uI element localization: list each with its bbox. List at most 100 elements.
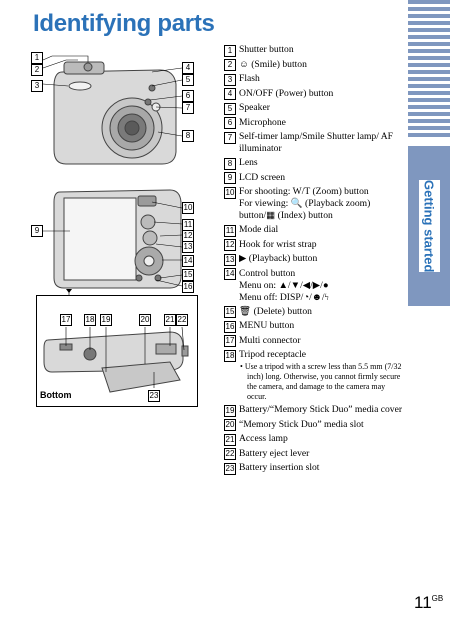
item-text: Microphone — [239, 116, 286, 128]
camera-bottom — [43, 331, 189, 393]
callout-22: 22 — [176, 314, 188, 326]
item-subtext: For viewing: 🔍 (Playback zoom) — [239, 198, 371, 209]
page-number: 11GB — [414, 593, 443, 613]
item-number: 4 — [224, 88, 236, 100]
callout-18: 18 — [84, 314, 96, 326]
item-text: Mode dial — [239, 224, 279, 235]
page-number-value: 11 — [414, 593, 432, 612]
page-title: Identifying parts — [33, 10, 215, 37]
item-number: 21 — [224, 433, 236, 446]
list-item: 13▶ (Playback) button — [224, 253, 404, 266]
callout-11: 11 — [182, 219, 194, 231]
page-number-suffix: GB — [431, 594, 444, 603]
callout-21: 21 — [164, 314, 176, 326]
item-text: 🗑 (Delete) button — [239, 305, 312, 317]
item-number: 3 — [224, 73, 236, 86]
item-text: For shooting: W/T (Zoom) button — [239, 186, 369, 197]
list-item: 15🗑 (Delete) button — [224, 305, 404, 318]
item-subtext: button/▦ (Index) button — [239, 210, 333, 221]
item-text: ON/OFF (Power) button — [239, 87, 334, 99]
item-number: 19 — [224, 404, 236, 417]
bottom-view-frame — [36, 295, 198, 407]
note-bullet: Use a tripod with a screw less than 5.5 … — [245, 362, 404, 402]
camera-back — [53, 189, 182, 289]
item-number: 6 — [224, 117, 236, 129]
item-text: Hook for wrist strap — [239, 238, 317, 250]
item-number: 14 — [224, 268, 236, 280]
callout-2: 2 — [31, 64, 43, 76]
callout-6: 6 — [182, 90, 194, 102]
item-number: 12 — [224, 239, 236, 251]
item-text: Self-timer lamp/Smile Shutter lamp/ AF i… — [239, 131, 394, 154]
tab-stripes — [408, 0, 450, 140]
camera-illustration — [42, 55, 189, 393]
item-number: 8 — [224, 157, 236, 170]
camera-front — [53, 61, 177, 165]
item-text: Flash — [239, 73, 260, 84]
callout-9: 9 — [31, 225, 43, 237]
item-text: Control button — [239, 267, 296, 279]
item-number: 11 — [224, 224, 236, 237]
list-item: 2☺ (Smile) button — [224, 58, 404, 71]
callout-10: 10 — [182, 202, 194, 214]
item-number: 23 — [224, 462, 236, 475]
list-item: 20“Memory Stick Duo” media slot — [224, 418, 404, 431]
callout-17: 17 — [60, 314, 72, 326]
callout-14: 14 — [182, 255, 194, 267]
item-number: 16 — [224, 320, 236, 333]
item-text: MENU button — [239, 320, 295, 331]
item-text: Lens — [239, 157, 258, 168]
bottom-label: Bottom — [40, 390, 72, 400]
item-number: 20 — [224, 419, 236, 431]
callout-1: 1 — [31, 52, 43, 64]
item-text: Access lamp — [239, 433, 288, 444]
item-number: 9 — [224, 172, 236, 184]
item-text: ▶ (Playback) button — [239, 253, 318, 264]
callout-16: 16 — [182, 281, 194, 293]
item-number: 18 — [224, 349, 236, 362]
item-subtext: Menu off: DISP/◔/☻/ϟ — [239, 291, 329, 303]
item-number: 15 — [224, 306, 236, 318]
section-tab[interactable]: Getting started — [408, 146, 450, 306]
item-text: “Memory Stick Duo” media slot — [239, 418, 364, 430]
callout-5: 5 — [182, 74, 194, 86]
item-text: Multi connector — [239, 334, 301, 346]
callout-23: 23 — [148, 390, 160, 402]
item-text: Battery/“Memory Stick Duo” media cover — [239, 404, 403, 415]
item-number: 10 — [224, 186, 236, 199]
item-number: 5 — [224, 102, 236, 115]
item-text: Shutter button — [239, 44, 294, 55]
item-number: 22 — [224, 448, 236, 460]
callout-4: 4 — [182, 62, 194, 74]
item-number: 13 — [224, 253, 236, 266]
item-text: ☺ (Smile) button — [239, 58, 307, 70]
callout-20: 20 — [139, 314, 151, 326]
callout-3: 3 — [31, 80, 43, 92]
section-tab-label: Getting started — [418, 179, 440, 273]
callout-8: 8 — [182, 130, 194, 142]
item-number: 7 — [224, 131, 236, 144]
item-text: LCD screen — [239, 171, 286, 183]
arrow-marker — [66, 289, 72, 293]
item-text: Battery eject lever — [239, 447, 310, 459]
item-subtext: Menu on: ▲/▼/◀/▶/● — [239, 279, 329, 291]
callout-15: 15 — [182, 269, 194, 281]
callout-13: 13 — [182, 241, 194, 253]
leader-lines — [42, 55, 185, 388]
item-text: Tripod receptacle — [239, 349, 307, 360]
